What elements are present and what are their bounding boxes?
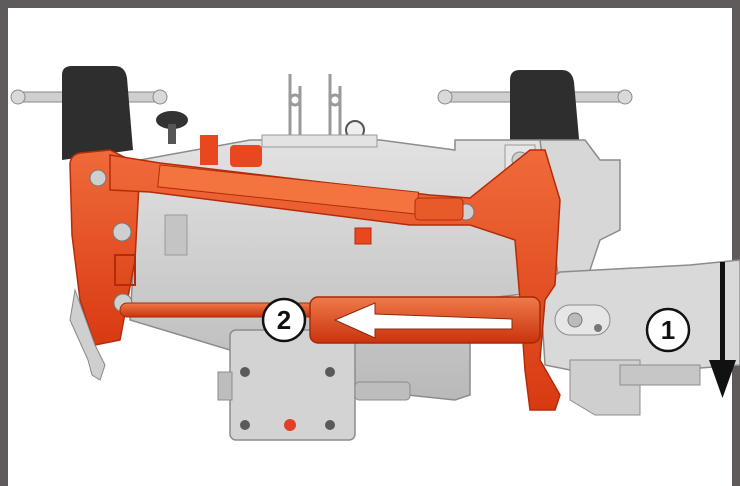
left-arrow-icon <box>333 302 513 339</box>
gearbox <box>217 329 411 441</box>
orange-top-beam <box>109 149 561 411</box>
callout-2-label: 2 <box>277 305 291 335</box>
top-lugs <box>288 74 342 140</box>
down-arrow-icon <box>709 262 736 398</box>
orange-frame <box>69 149 141 381</box>
callout-1: 1 <box>645 307 691 353</box>
top-controls <box>156 111 378 167</box>
black-brackets <box>62 66 580 160</box>
callout-2: 2 <box>261 297 307 343</box>
callout-1-label: 1 <box>661 315 675 345</box>
right-beam <box>539 259 740 416</box>
